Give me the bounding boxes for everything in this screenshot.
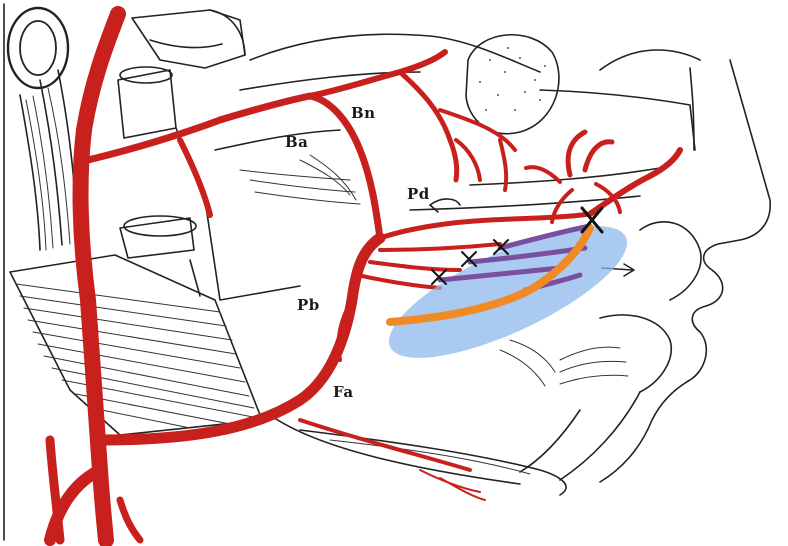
label-bn: Bn [351, 104, 376, 122]
label-pd: Pd [407, 185, 430, 203]
label-pb: Pb [297, 296, 320, 314]
ear-ring-inner [20, 21, 56, 75]
label-fa: Fa [333, 383, 354, 401]
ear-ring-outer [8, 8, 68, 88]
striped-muscle-block [10, 255, 262, 435]
label-ba: Ba [285, 133, 308, 151]
line-drawing [4, 4, 770, 540]
external-carotid-artery [81, 14, 118, 540]
